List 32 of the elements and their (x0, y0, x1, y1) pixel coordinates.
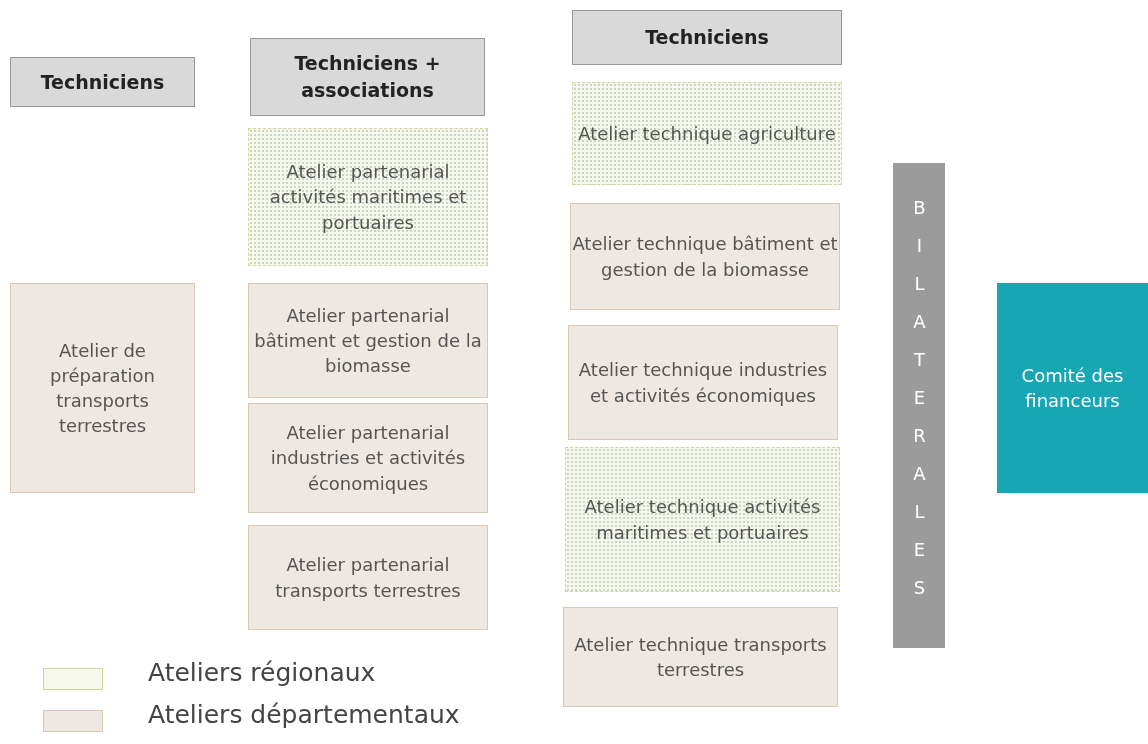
header-text: Techniciens (40, 69, 165, 95)
workshop-text: Atelier partenarial activités maritimes et portuaires (268, 160, 468, 235)
workshop-box (568, 325, 838, 440)
legend-label: Ateliers départementaux (148, 700, 460, 729)
committee-box (997, 283, 1148, 493)
workshop-box (563, 607, 838, 707)
workshop-text: Atelier partenarial industries et activités économiques (269, 421, 467, 496)
workshop-text: Atelier technique activités maritimes et portuaires (583, 495, 822, 545)
header-box (10, 57, 195, 107)
vertical-bar (893, 163, 945, 648)
workshop-text: Atelier partenarial bâtiment et gestion de la biomasse (253, 303, 483, 379)
workshop-box (565, 447, 840, 592)
bar-text: BILATERALES (910, 196, 928, 615)
workshop-text: Atelier technique transports terrestres (573, 632, 828, 682)
workshop-box (248, 283, 488, 398)
header-box (572, 10, 842, 65)
header-text: Techniciens + associations (293, 51, 442, 103)
workshop-box (572, 82, 842, 185)
workshop-box (248, 525, 488, 630)
workshop-box (10, 283, 195, 493)
committee-text: Comité des financeurs (1020, 363, 1125, 413)
workshop-text: Atelier technique industries et activités économiques (577, 358, 829, 408)
legend-label: Ateliers régionaux (148, 658, 376, 687)
workshop-text: Atelier technique bâtiment et gestion de la biomasse (571, 232, 839, 282)
header-box (250, 38, 485, 116)
workshop-text: Atelier partenarial transports terrestres (274, 553, 462, 603)
workshop-box (570, 203, 840, 310)
workshop-text: Atelier de préparation transports terrestres (49, 338, 156, 439)
header-text: Techniciens (645, 25, 769, 51)
workshop-box (248, 403, 488, 513)
workshop-text: Atelier technique agriculture (578, 121, 836, 146)
workshop-box (248, 128, 488, 266)
